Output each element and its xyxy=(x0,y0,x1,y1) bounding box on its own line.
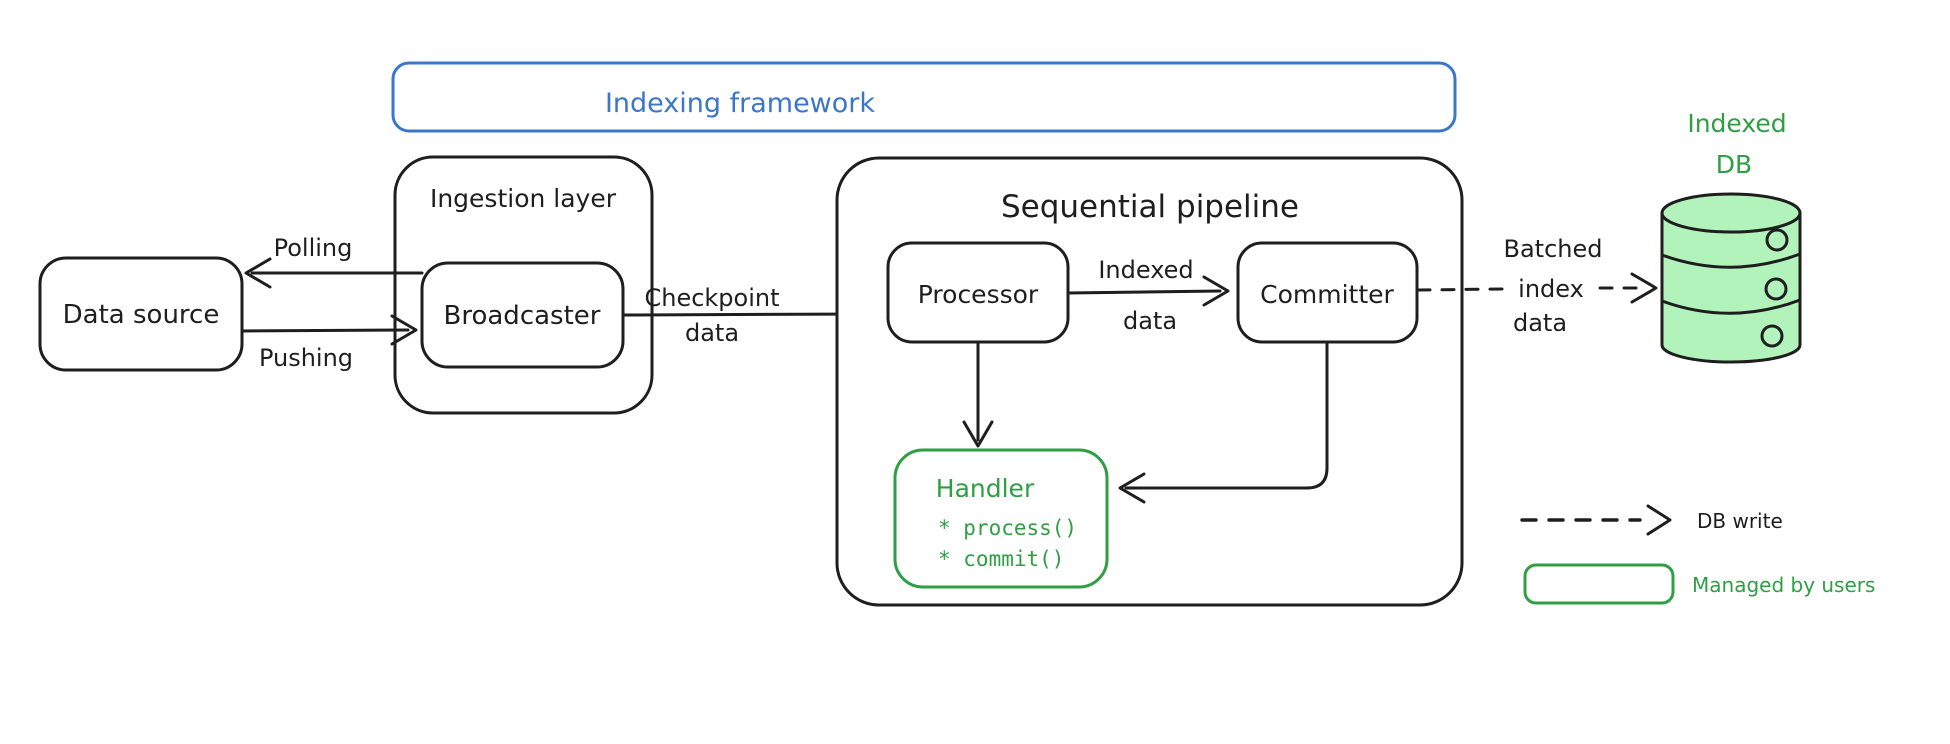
broadcaster-label: Broadcaster xyxy=(444,301,601,331)
legend-db-write-arrow xyxy=(1520,504,1672,536)
indexing-framework-title: Indexing framework xyxy=(605,88,875,119)
indexed-data-arrow xyxy=(1066,275,1230,307)
indexing-framework-box xyxy=(391,61,1457,133)
processor-to-handler-arrow xyxy=(962,340,994,448)
committer-to-handler-arrow xyxy=(1118,340,1329,504)
handler-method-process: * process() xyxy=(938,516,1077,540)
batched-index-label-line1: Batched xyxy=(1504,235,1603,263)
arrowhead-left-icon xyxy=(1118,472,1146,504)
data-source-label: Data source xyxy=(63,300,220,330)
committer-label: Committer xyxy=(1260,280,1394,309)
batched-index-arrow xyxy=(1416,272,1658,304)
handler-box xyxy=(893,448,1109,589)
db-dot-icon xyxy=(1764,277,1788,301)
indexed-data-label-line1: Indexed xyxy=(1098,256,1193,284)
arrowhead-right-icon xyxy=(1202,275,1230,307)
arrowhead-right-icon xyxy=(390,314,418,346)
db-dot-icon xyxy=(1765,228,1789,252)
indexed-db-cylinder-icon xyxy=(1660,192,1802,364)
legend-managed-box xyxy=(1523,563,1675,605)
legend-managed-label: Managed by users xyxy=(1692,573,1875,597)
db-dot-icon xyxy=(1760,324,1784,348)
processor-label: Processor xyxy=(918,280,1039,309)
data-source-box xyxy=(38,256,244,372)
batched-index-label-line3: data xyxy=(1513,309,1567,337)
handler-title: Handler xyxy=(936,474,1035,503)
arrowhead-left-icon xyxy=(244,257,272,289)
sequential-pipeline-title: Sequential pipeline xyxy=(1001,189,1299,225)
arrowhead-right-icon xyxy=(1630,272,1658,304)
legend-db-write-label: DB write xyxy=(1697,509,1783,533)
pushing-label: Pushing xyxy=(259,344,353,372)
checkpoint-label-line1: Checkpoint xyxy=(644,284,779,312)
indexed-db-label-line2: DB xyxy=(1716,150,1752,179)
polling-arrow xyxy=(244,257,424,289)
indexed-data-label-line2: data xyxy=(1123,307,1177,335)
indexed-db-label-line1: Indexed xyxy=(1687,109,1786,138)
checkpoint-label-line2: data xyxy=(685,319,739,347)
arrowhead-down-icon xyxy=(962,420,994,448)
batched-index-label-line2: index xyxy=(1518,275,1584,303)
polling-label: Polling xyxy=(274,234,353,262)
ingestion-layer-label: Ingestion layer xyxy=(430,184,617,213)
pushing-arrow xyxy=(240,314,418,346)
arrowhead-right-icon xyxy=(1646,504,1672,536)
handler-method-commit: * commit() xyxy=(938,547,1064,571)
